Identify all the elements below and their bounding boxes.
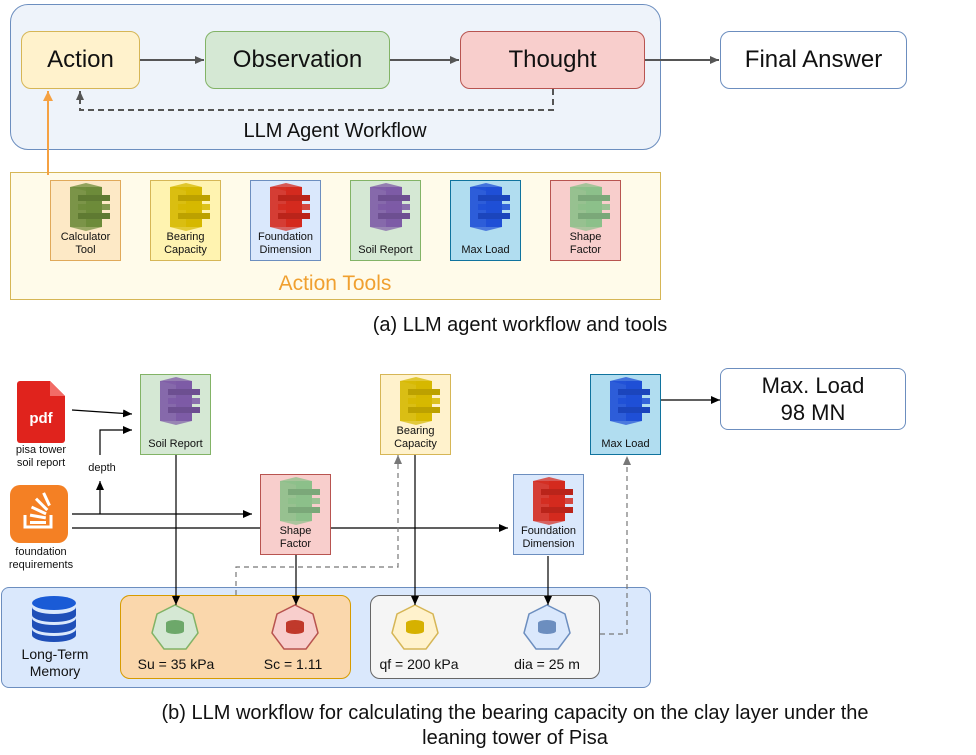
soil-report-node: Soil Report [140,374,211,455]
action-tools-label: Action Tools [278,272,392,295]
pdf-file-icon [17,381,65,443]
observation-label: Observation [232,46,363,73]
bearing-capacity-node-icon [381,377,450,427]
action-box: Action [21,31,140,89]
action-label: Action [47,46,114,73]
shape-factor-tool-label: Shape Factor [569,231,602,256]
calculator-tool-label: Calculator Tool [60,231,111,256]
soil-report-node-icon [141,377,210,427]
max-load-tool: Max Load [450,180,521,261]
bearing-capacity-tool: Bearing Capacity [150,180,221,261]
foundation-dimension-tool-label: Foundation Dimension [257,231,314,256]
observation-box: Observation [205,31,390,89]
caption-b-line1: (b) LLM workflow for calculating the bea… [161,702,869,724]
memory-value-qf: qf = 200 kPa [379,656,459,672]
max-load-node-icon [591,377,660,427]
workflow-container-label: LLM Agent Workflow [243,120,427,142]
max-load-node-label: Max Load [601,438,650,450]
memory-value-sc: Sc = 1.11 [263,656,323,672]
thought-label: Thought [508,46,597,73]
bearing-capacity-node-label: Bearing Capacity [394,425,437,450]
arrow-depth-soilreport [99,426,132,455]
calculator-tool-icon [51,183,120,233]
foundation-dimension-tool-icon [251,183,320,233]
shape-factor-node-label: Shape Factor [279,525,312,550]
result-line2: 98 MN [780,400,846,425]
pdf-label: pisa tower soil report [15,444,67,469]
caption-b-line2: leaning tower of Pisa [422,727,608,749]
shape-factor-node: Shape Factor [260,474,331,555]
memory-value-dia: dia = 25 m [514,656,580,672]
foundation-requirements-label: foundation requirements [8,546,74,571]
bearing-capacity-tool-label: Bearing Capacity [164,231,207,256]
soil-report-tool-label: Soil Report [358,244,413,256]
arrow-memory-bearing-dashed [235,455,402,595]
max-load-tool-icon [451,183,520,233]
memory-heptagon-dia-icon [523,604,571,650]
memory-heptagon-sc-icon [271,604,319,650]
database-icon [32,596,76,642]
stack-overflow-icon [10,485,68,543]
shape-factor-node-icon [261,477,330,527]
thought-box: Thought [460,31,645,89]
soil-report-tool-icon [351,183,420,233]
memory-heptagon-qf-icon [391,604,439,650]
memory-label: Long-Term Memory [21,646,89,679]
final-answer-box: Final Answer [720,31,907,89]
foundation-dimension-node-label: Foundation Dimension [520,525,577,550]
max-load-result-box: Max. Load 98 MN [720,368,906,430]
memory-value-su: Su = 35 kPa [137,656,215,672]
max-load-node: Max Load [590,374,661,455]
foundation-dimension-tool: Foundation Dimension [250,180,321,261]
memory-heptagon-su-icon [151,604,199,650]
calculator-tool: Calculator Tool [50,180,121,261]
result-line1: Max. Load [761,373,865,398]
soil-report-node-label: Soil Report [148,438,203,450]
pdf-icon-text: pdf [29,410,53,427]
foundation-dimension-node: Foundation Dimension [513,474,584,555]
shape-factor-tool-icon [551,183,620,233]
bearing-capacity-node: Bearing Capacity [380,374,451,455]
arrow-thought-to-action-dashed [76,89,554,111]
depth-label: depth [88,462,116,474]
caption-a: (a) LLM agent workflow and tools [372,314,668,336]
arrow-memory-maxload-dashed [600,456,631,635]
shape-factor-tool: Shape Factor [550,180,621,261]
foundation-dimension-node-icon [514,477,583,527]
arrow-pdf-soilreport [71,409,133,418]
bearing-capacity-tool-icon [151,183,220,233]
max-load-tool-label: Max Load [461,244,510,256]
soil-report-tool: Soil Report [350,180,421,261]
final-answer-label: Final Answer [744,46,883,73]
